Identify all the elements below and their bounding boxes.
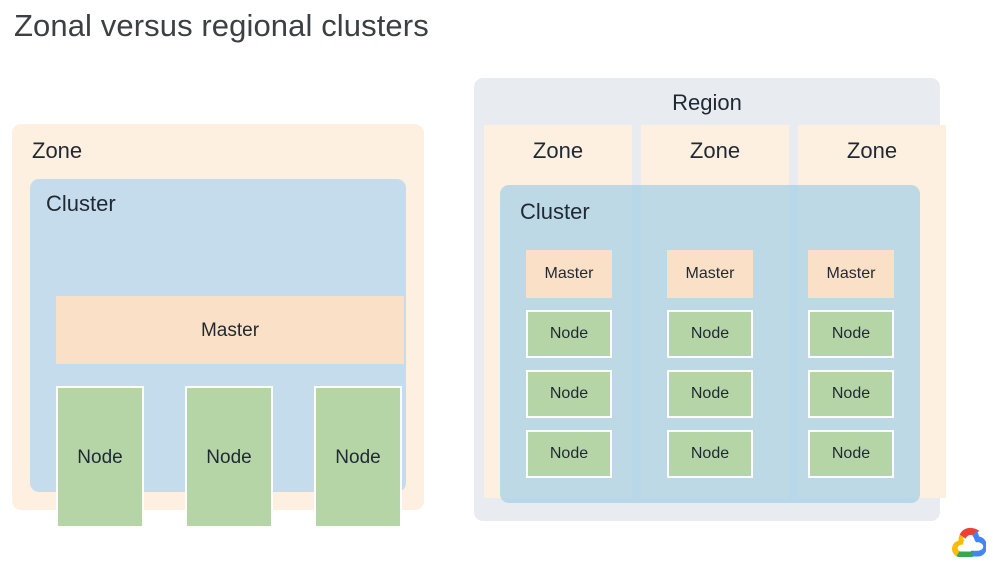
zonal-node-label: Node	[206, 446, 252, 468]
regional-master-label: Master	[685, 265, 735, 282]
regional-node-label: Node	[549, 445, 589, 462]
zonal-master-box: Master	[56, 296, 404, 364]
regional-node-label: Node	[831, 445, 871, 462]
regional-region-label: Region	[672, 90, 742, 115]
regional-master-box: Master	[526, 250, 612, 298]
google-cloud-logo	[952, 527, 987, 558]
regional-node-label: Node	[690, 445, 730, 462]
regional-node-label: Node	[549, 385, 589, 402]
regional-node-label: Node	[831, 325, 871, 342]
regional-node-box: Node	[808, 430, 894, 478]
regional-zone-column: Master Node Node Node	[808, 250, 894, 478]
zonal-node-label: Node	[77, 446, 123, 468]
regional-node-label: Node	[831, 385, 871, 402]
regional-zone-label: Zone	[846, 138, 898, 163]
regional-zone-label: Zone	[532, 138, 584, 163]
regional-node-box: Node	[526, 430, 612, 478]
regional-node-box: Node	[526, 370, 612, 418]
regional-zone-column: Master Node Node Node	[526, 250, 612, 478]
regional-master-box: Master	[667, 250, 753, 298]
regional-master-label: Master	[826, 265, 876, 282]
regional-zone-label: Zone	[689, 138, 741, 163]
regional-region-panel: Region Zone Zone Zone Cluster Master Nod…	[474, 78, 946, 521]
regional-node-box: Node	[808, 310, 894, 358]
zonal-zone-panel: Zone Cluster Master Node Node Node	[12, 124, 424, 528]
zonal-node-label: Node	[335, 446, 381, 468]
regional-zone-column: Master Node Node Node	[667, 250, 753, 478]
regional-node-box: Node	[667, 430, 753, 478]
page-title: Zonal versus regional clusters	[14, 8, 429, 43]
regional-node-box: Node	[667, 370, 753, 418]
zonal-node-box: Node	[56, 386, 144, 528]
regional-node-box: Node	[808, 370, 894, 418]
regional-node-box: Node	[526, 310, 612, 358]
zonal-node-box: Node	[185, 386, 273, 528]
regional-node-label: Node	[690, 325, 730, 342]
regional-node-box: Node	[667, 310, 753, 358]
zonal-node-box: Node	[314, 386, 402, 528]
regional-node-label: Node	[690, 385, 730, 402]
regional-node-label: Node	[549, 325, 589, 342]
regional-master-label: Master	[544, 265, 594, 282]
zonal-cluster-panel: Cluster Master Node Node Node	[30, 179, 406, 528]
zonal-zone-label: Zone	[32, 138, 83, 163]
zonal-master-label: Master	[200, 319, 260, 341]
regional-master-box: Master	[808, 250, 894, 298]
regional-cluster-label: Cluster	[520, 199, 590, 224]
zonal-cluster-label: Cluster	[46, 191, 116, 216]
